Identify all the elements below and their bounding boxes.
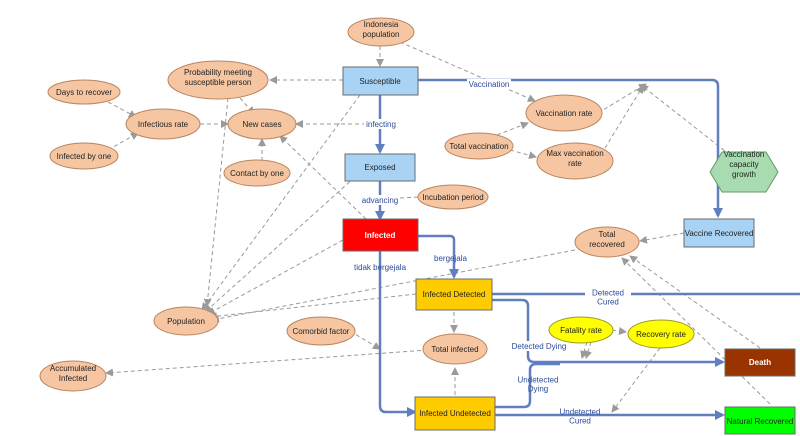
svg-text:Population: Population <box>167 317 205 326</box>
stock-infected-detected[interactable]: Infected Detected <box>415 278 493 311</box>
aux-new-cases[interactable]: New cases <box>227 108 297 140</box>
material-flows <box>375 78 800 420</box>
svg-text:Comorbid factor: Comorbid factor <box>293 327 350 336</box>
flow-labels: Vaccination infecting advancing bergejal… <box>354 79 631 426</box>
stock-vaccine-recovered[interactable]: Vaccine Recovered <box>683 218 755 248</box>
svg-text:Natural Recovered: Natural Recovered <box>727 417 794 426</box>
stock-death[interactable]: Death <box>724 348 796 377</box>
aux-comorbid-factor[interactable]: Comorbid factor <box>286 316 356 346</box>
aux-recovery-rate[interactable]: Recovery rate <box>627 319 695 349</box>
svg-text:Vaccination rate: Vaccination rate <box>536 109 593 118</box>
svg-text:Days to recover: Days to recover <box>56 88 112 97</box>
stock-susceptible[interactable]: Susceptible <box>342 66 419 96</box>
svg-text:Infected: Infected <box>365 231 396 240</box>
aux-vaccination-rate[interactable]: Vaccination rate <box>525 94 603 132</box>
aux-incubation-period[interactable]: Incubation period <box>417 184 489 210</box>
svg-text:Death: Death <box>749 358 771 367</box>
tidak-bergejala-flow-label: tidak bergejala <box>354 263 407 272</box>
aux-population[interactable]: Population <box>153 306 219 336</box>
aux-contact-by-one[interactable]: Contact by one <box>223 159 291 187</box>
aux-total-infected[interactable]: Total infected <box>422 333 488 365</box>
aux-fatality-rate[interactable]: Fatality rate <box>548 316 614 344</box>
aux-infected-by-one[interactable]: Infected by one <box>49 142 119 170</box>
bergejala-flow-label: bergejala <box>434 254 467 263</box>
svg-text:Total vaccination: Total vaccination <box>449 142 508 151</box>
svg-text:Infected Detected: Infected Detected <box>423 290 486 299</box>
stock-infected[interactable]: Infected <box>342 218 419 252</box>
influence-links <box>105 41 771 413</box>
svg-text:Susceptible: Susceptible <box>359 77 401 86</box>
svg-text:Infected Undetected: Infected Undetected <box>419 409 491 418</box>
svg-text:Recovery rate: Recovery rate <box>636 330 686 339</box>
svg-text:Infected by one: Infected by one <box>57 152 112 161</box>
svg-text:Exposed: Exposed <box>364 163 395 172</box>
infecting-flow-label: infecting <box>366 120 396 129</box>
svg-text:New cases: New cases <box>242 120 281 129</box>
stock-exposed[interactable]: Exposed <box>344 153 416 182</box>
svg-text:Total infected: Total infected <box>431 345 478 354</box>
detected-dying-flow-label: Detected Dying <box>512 342 567 351</box>
aux-days-to-recover[interactable]: Days to recover <box>47 79 121 105</box>
svg-text:Vaccine Recovered: Vaccine Recovered <box>685 229 754 238</box>
aux-infectious-rate[interactable]: Infectious rate <box>125 108 201 140</box>
svg-text:Infectious rate: Infectious rate <box>138 120 189 129</box>
svg-text:Contact by one: Contact by one <box>230 169 284 178</box>
aux-total-vaccination[interactable]: Total vaccination <box>444 132 514 160</box>
stock-natural-recovered[interactable]: Natural Recovered <box>724 406 796 435</box>
svg-text:Incubation period: Incubation period <box>422 193 483 202</box>
svg-text:Fatality rate: Fatality rate <box>560 326 602 335</box>
stock-infected-undetected[interactable]: Infected Undetected <box>414 396 496 431</box>
vaccination-flow-label: Vaccination <box>469 80 510 89</box>
advancing-flow-label: advancing <box>362 196 398 205</box>
